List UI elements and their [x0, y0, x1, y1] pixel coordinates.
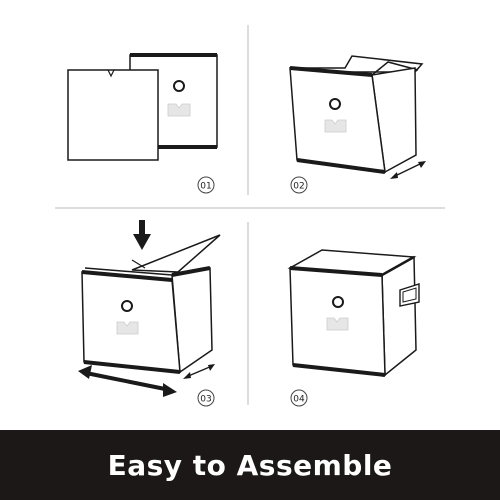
assembly-diagram: 01 02 — [55, 25, 445, 407]
label-card — [167, 103, 191, 117]
step-3-insert-bottom: 03 — [78, 220, 221, 407]
front-panel — [67, 69, 159, 161]
handle-hole-icon — [332, 296, 344, 308]
handle-hole-icon — [121, 300, 133, 312]
step-4-finished-box: 04 — [287, 249, 420, 407]
label-card — [324, 119, 347, 133]
side-handle-icon — [399, 283, 420, 307]
handle-hole-icon — [329, 98, 341, 110]
step-3-number: 03 — [200, 395, 211, 405]
label-card — [326, 317, 349, 331]
banner-title: Easy to Assemble — [107, 448, 393, 482]
step-2-number: 02 — [293, 182, 304, 192]
step-2-unfold-sides: 02 — [289, 55, 426, 194]
down-arrow-icon — [133, 220, 151, 250]
step-2-badge — [290, 176, 308, 194]
handle-hole-icon — [173, 80, 185, 92]
step-1-flat-panels: 01 — [67, 53, 218, 194]
double-arrow-icon — [78, 365, 177, 397]
step-3-badge — [197, 389, 215, 407]
label-card — [116, 321, 139, 335]
grid-dividers — [55, 25, 445, 405]
step-4-badge — [290, 389, 308, 407]
step-1-badge — [197, 176, 215, 194]
double-arrow-icon — [183, 364, 215, 379]
double-arrow-icon — [390, 161, 426, 179]
step-1-number: 01 — [200, 182, 211, 192]
footer-banner: Easy to Assemble — [0, 430, 500, 500]
step-4-number: 04 — [293, 395, 305, 405]
